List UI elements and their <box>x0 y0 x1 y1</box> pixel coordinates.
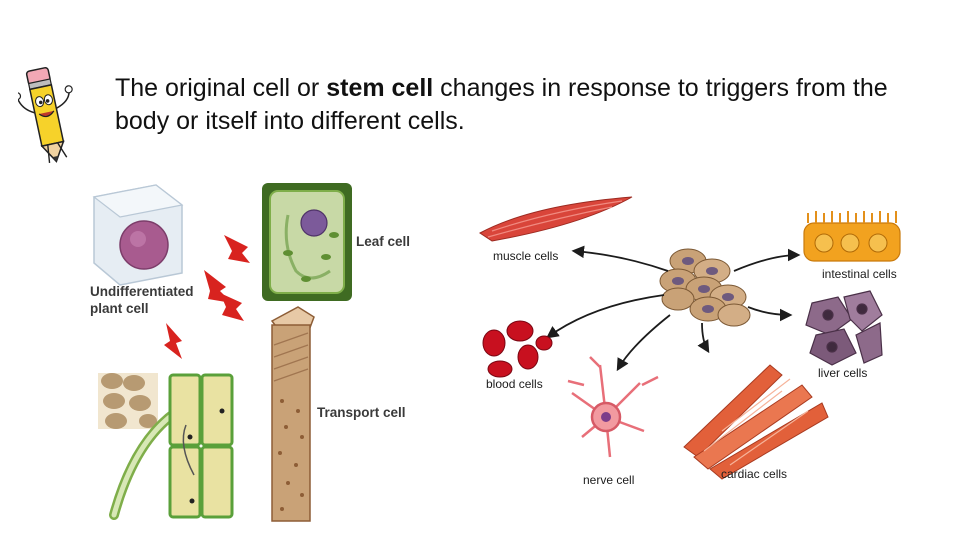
caption-bold-term: stem cell <box>326 74 434 102</box>
muscle-cells-label: muscle cells <box>493 249 559 263</box>
liver-cells-illustration <box>805 290 883 366</box>
nerve-cell-illustration <box>567 356 659 458</box>
stem-cell-arrows <box>545 245 801 372</box>
transport-cell-illustration <box>270 306 315 522</box>
intestinal-cells-label: intestinal cells <box>822 267 897 281</box>
stem-cell-cluster-illustration <box>659 248 751 327</box>
slide-caption: The original cell or stem cell changes i… <box>115 72 945 138</box>
differentiation-arrows <box>164 235 250 359</box>
caption-text-end: changes in response to triggers from the… <box>115 74 888 135</box>
intestinal-cells-illustration <box>803 211 901 262</box>
undifferentiated-label-line1: Undifferentiated <box>90 284 194 299</box>
cardiac-cells-illustration <box>683 364 829 480</box>
blood-cells-label: blood cells <box>486 377 543 391</box>
cardiac-cells-label: cardiac cells <box>721 467 788 481</box>
pencil-mascot-icon <box>18 67 73 163</box>
leaf-cell-label: Leaf cell <box>356 234 411 249</box>
undifferentiated-label-line2: plant cell <box>90 301 149 316</box>
muscle-cells-illustration <box>479 196 633 242</box>
root-tissue-illustration <box>98 373 234 520</box>
liver-cells-label: liver cells <box>818 366 868 380</box>
leaf-cell-illustration <box>262 183 352 301</box>
animal-stem-cell-diagram <box>479 196 901 480</box>
undifferentiated-cell-illustration <box>92 184 184 286</box>
plant-cell-diagram <box>92 183 352 522</box>
undifferentiated-plant-cell-label: Undifferentiated plant cell <box>90 283 194 317</box>
nerve-cell-label: nerve cell <box>583 473 635 487</box>
blood-cells-illustration <box>482 320 553 378</box>
transport-cell-label: Transport cell <box>317 405 406 420</box>
caption-text-start: The original cell or <box>115 74 327 102</box>
